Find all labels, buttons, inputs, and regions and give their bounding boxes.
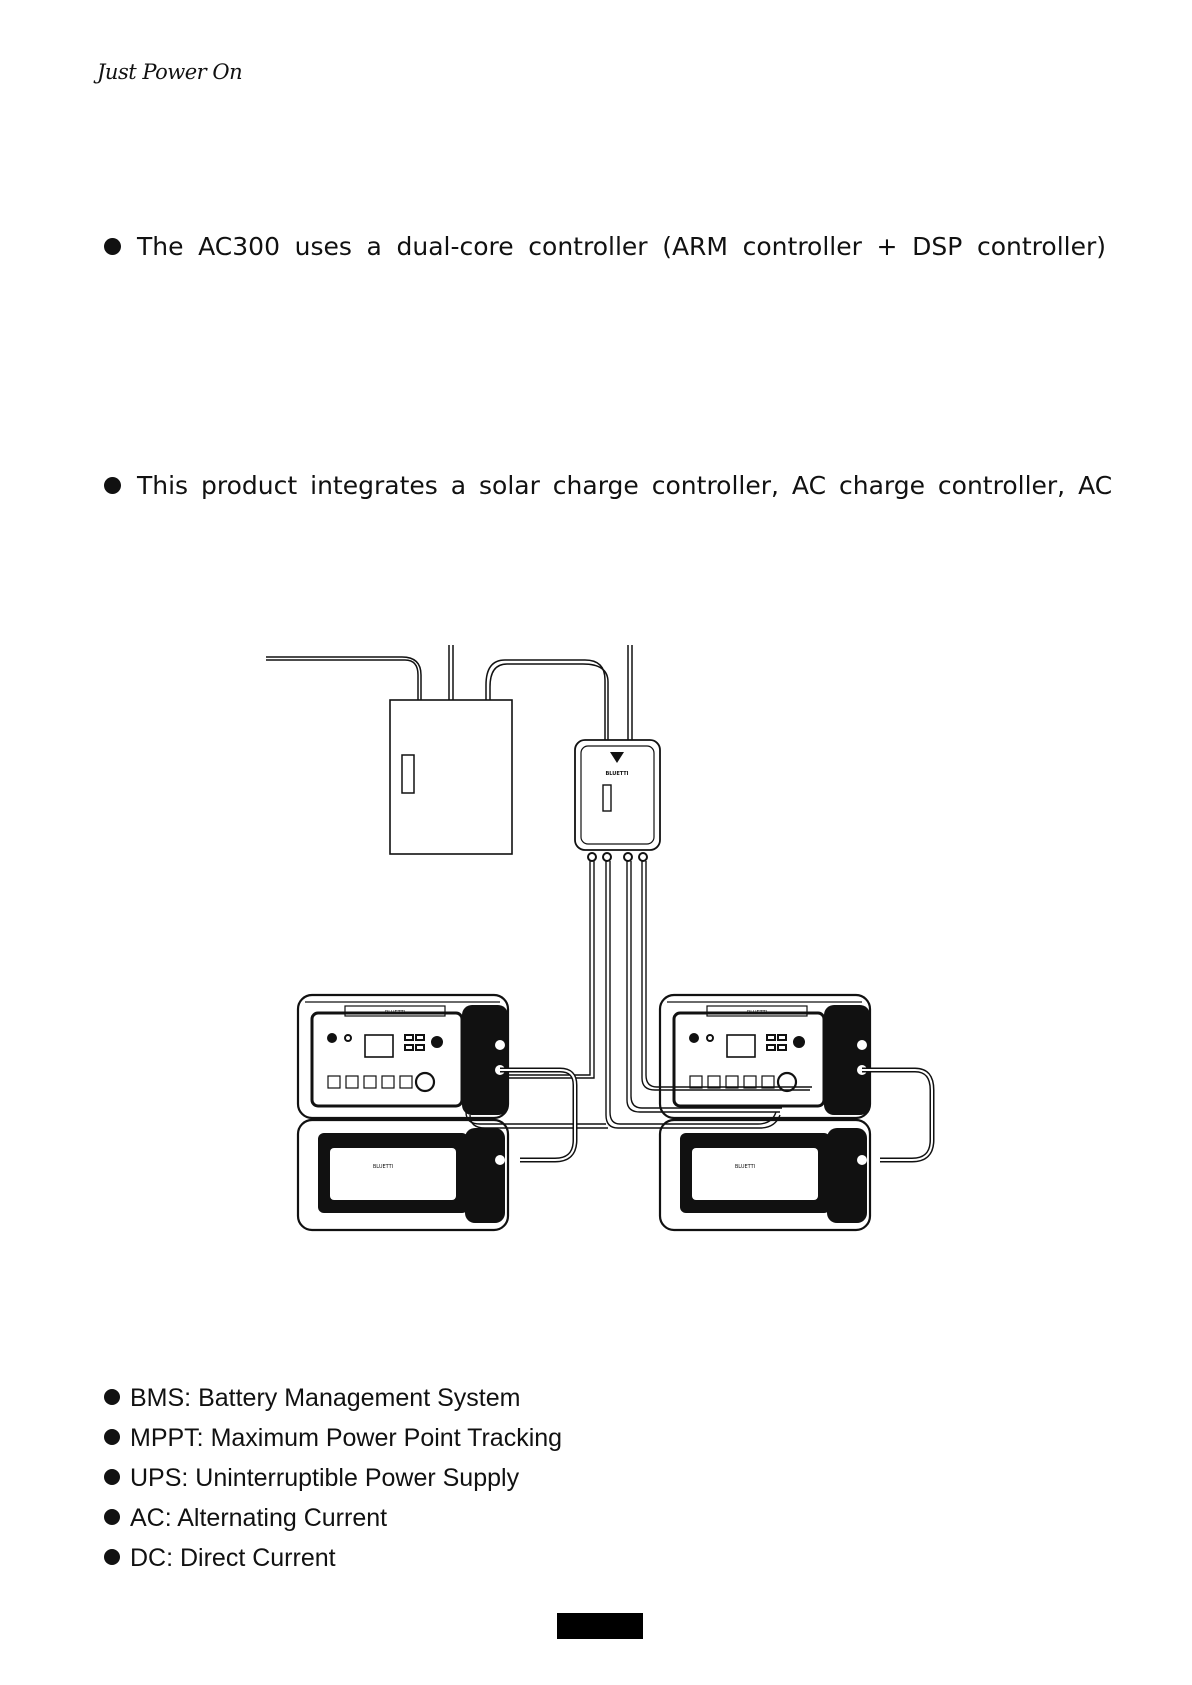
- bullet-icon: [104, 1509, 120, 1526]
- paragraph-dual-core: The AC300 uses a dual-core controller (A…: [104, 232, 1106, 262]
- paragraph-text: The AC300 uses a dual-core controller (A…: [137, 232, 1106, 261]
- right-power-station-stack: BLUETTI BLUETTI: [658, 993, 935, 1232]
- bullet-icon: [104, 1549, 120, 1566]
- abbreviation-item: DC: Direct Current: [104, 1538, 562, 1578]
- battery-logo: BLUETTI: [373, 1164, 393, 1170]
- unit-logo: BLUETTI: [385, 1010, 405, 1016]
- main-breaker-panel: [389, 699, 513, 855]
- bullet-icon: [104, 237, 121, 255]
- abbreviation-text: DC: Direct Current: [130, 1544, 336, 1572]
- unit-logo: BLUETTI: [747, 1010, 767, 1016]
- page-number-tab: [557, 1613, 643, 1639]
- abbreviation-text: MPPT: Maximum Power Point Tracking: [130, 1424, 563, 1452]
- paragraph-integration: This product integrates a solar charge c…: [104, 471, 1112, 501]
- connection-box-logo: BLUETTI: [605, 771, 628, 777]
- bullet-icon: [104, 1469, 120, 1486]
- bullet-icon: [104, 1389, 120, 1406]
- abbreviation-text: AC: Alternating Current: [130, 1504, 388, 1532]
- connection-box: BLUETTI: [574, 739, 661, 862]
- left-power-station-stack: BLUETTI BLUETTI: [296, 993, 578, 1232]
- abbreviation-item: BMS: Battery Management System: [104, 1378, 562, 1418]
- paragraph-text: This product integrates a solar charge c…: [137, 471, 1113, 500]
- abbreviation-item: MPPT: Maximum Power Point Tracking: [104, 1418, 562, 1458]
- header-tagline: Just Power On: [97, 60, 243, 84]
- bullet-icon: [104, 476, 121, 494]
- grid-wires: [266, 645, 633, 740]
- abbreviation-item: AC: Alternating Current: [104, 1498, 562, 1538]
- system-cables: [465, 861, 812, 1129]
- abbreviation-item: UPS: Uninterruptible Power Supply: [104, 1458, 562, 1498]
- abbreviation-list: BMS: Battery Management System MPPT: Max…: [104, 1378, 562, 1578]
- bullet-icon: [104, 1429, 120, 1446]
- abbreviation-text: UPS: Uninterruptible Power Supply: [130, 1464, 520, 1492]
- abbreviation-text: BMS: Battery Management System: [130, 1384, 521, 1412]
- battery-logo: BLUETTI: [735, 1164, 755, 1170]
